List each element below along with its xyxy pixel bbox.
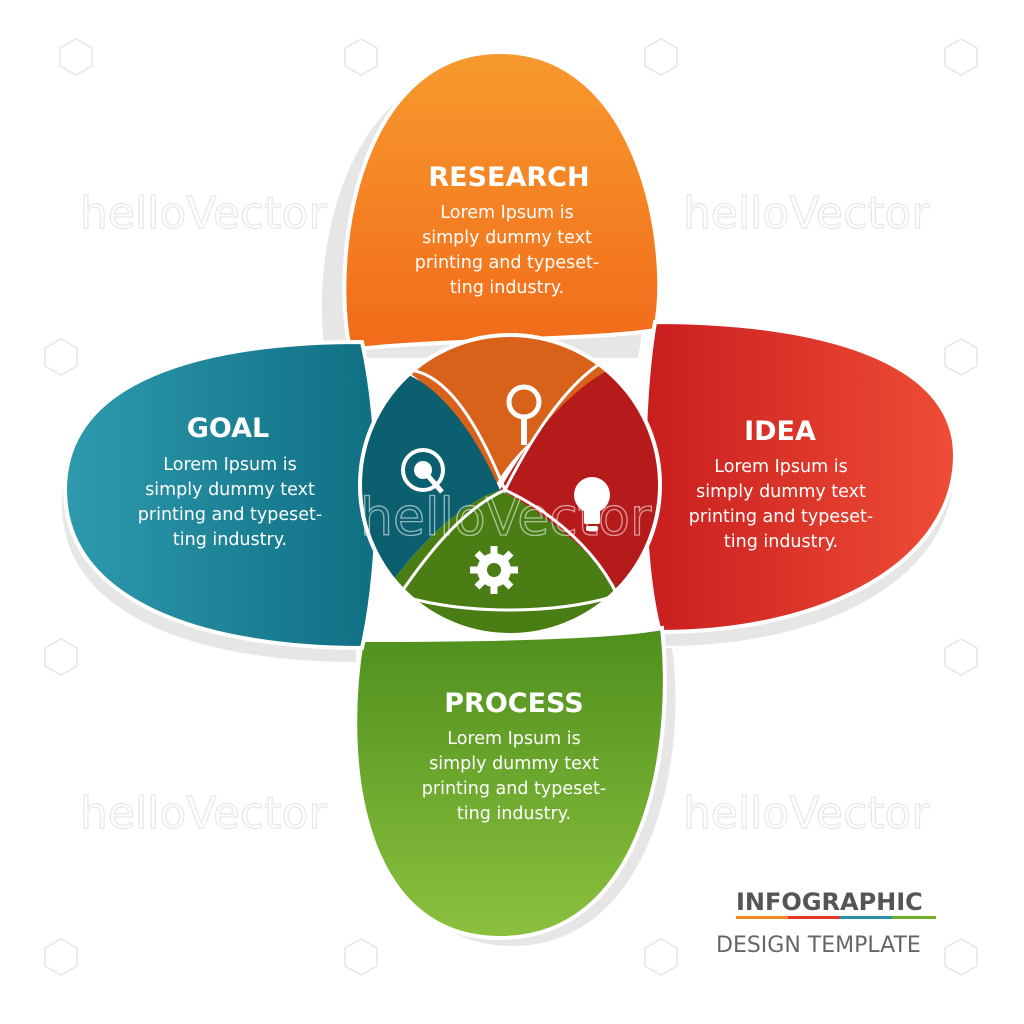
lightbulb-icon — [574, 477, 610, 531]
goal-text-line: printing and typeset- — [138, 505, 322, 525]
watermark-hexagon-icon — [344, 38, 378, 76]
process-text-line: printing and typeset- — [422, 779, 606, 799]
watermark-hexagon-icon — [44, 338, 78, 376]
center-circle-outline — [358, 333, 662, 637]
goal-title: GOAL — [187, 413, 270, 444]
watermark-hexagon-icon — [944, 638, 978, 676]
research-text-line: printing and typeset- — [415, 253, 599, 273]
watermark-hexagon-icon — [44, 638, 78, 676]
brand-underline-orange — [736, 916, 788, 919]
idea-text-line: Lorem Ipsum is — [714, 457, 847, 477]
petal-goal: GOAL Lorem Ipsum is simply dummy text pr… — [62, 339, 379, 651]
idea-text-line: simply dummy text — [696, 482, 866, 502]
idea-title: IDEA — [744, 416, 816, 447]
research-text-line: simply dummy text — [422, 228, 592, 248]
watermark-text: helloVector — [683, 788, 930, 839]
brand-underline-red — [788, 916, 840, 919]
watermark-hexagon-icon — [59, 38, 93, 76]
target-icon — [401, 448, 445, 494]
research-title: RESEARCH — [428, 162, 589, 193]
watermark-hexagon-icon — [644, 38, 678, 76]
research-petal-shape — [342, 49, 662, 353]
petal-process: PROCESS Lorem Ipsum is simply dummy text… — [353, 625, 667, 941]
watermark-hexagon-icon — [944, 338, 978, 376]
brand-title: INFOGRAPHIC — [736, 888, 923, 916]
research-text-line: ting industry. — [450, 278, 564, 298]
goal-text-line: ting industry. — [173, 530, 287, 550]
goal-text-line: Lorem Ipsum is — [163, 455, 296, 475]
watermark-text: helloVector — [683, 188, 930, 239]
idea-text-line: ting industry. — [724, 532, 838, 552]
watermark-hexagon-icon — [944, 38, 978, 76]
center-circle — [358, 333, 662, 637]
petal-idea: IDEA Lorem Ipsum is simply dummy text pr… — [642, 319, 958, 635]
watermark-hexagon-icon — [344, 938, 378, 976]
process-petal-shape — [353, 625, 667, 941]
watermark-hexagon-icon — [44, 938, 78, 976]
idea-petal-shape — [642, 319, 958, 635]
gear-icon — [470, 546, 518, 594]
process-text-line: Lorem Ipsum is — [447, 729, 580, 749]
goal-text-line: simply dummy text — [145, 480, 315, 500]
process-text-line: simply dummy text — [429, 754, 599, 774]
petal-research: RESEARCH Lorem Ipsum is simply dummy tex… — [342, 49, 662, 353]
watermark-hexagon-icon — [644, 938, 678, 976]
watermark-layer: helloVector helloVector helloVector hell… — [44, 38, 978, 976]
brand-underline-green — [892, 916, 936, 919]
process-title: PROCESS — [444, 688, 583, 719]
brand-subtitle: DESIGN TEMPLATE — [716, 933, 921, 958]
idea-text-line: printing and typeset- — [689, 507, 873, 527]
watermark-text-center: helloVector — [360, 488, 652, 548]
watermark-text: helloVector — [80, 188, 327, 239]
brand-underline-teal — [840, 916, 892, 919]
magnifier-icon — [506, 384, 542, 445]
brand-block: INFOGRAPHIC DESIGN TEMPLATE — [716, 888, 936, 958]
research-text-line: Lorem Ipsum is — [440, 203, 573, 223]
watermark-text: helloVector — [80, 788, 327, 839]
center-divider-lower — [368, 488, 632, 635]
process-text-line: ting industry. — [457, 804, 571, 824]
watermark-hexagon-icon — [944, 938, 978, 976]
